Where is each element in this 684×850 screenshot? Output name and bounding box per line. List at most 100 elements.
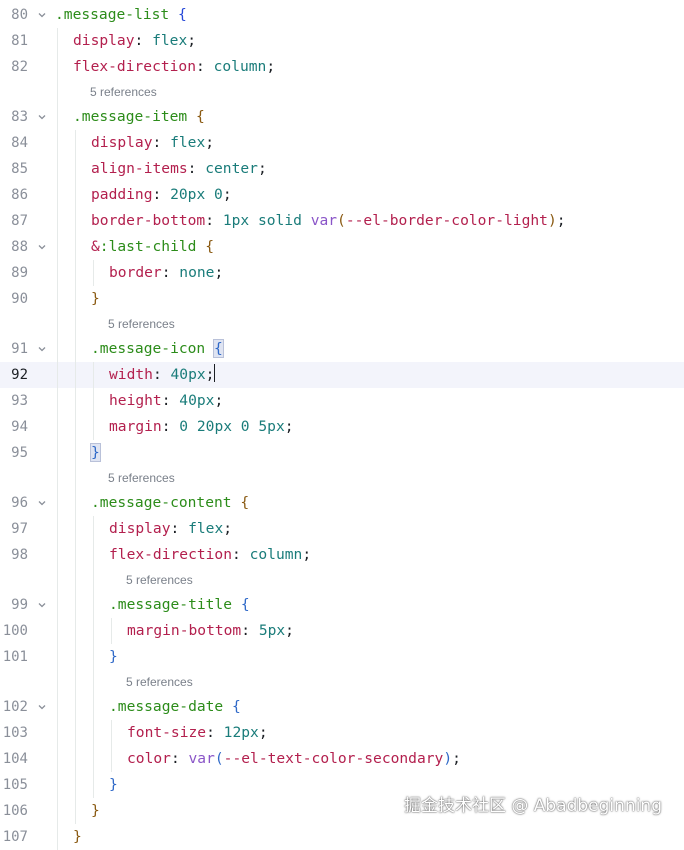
references-label[interactable]: 5 references <box>126 573 193 587</box>
reference-hint[interactable]: 5 references <box>0 466 684 490</box>
code-token: .message-date <box>109 698 224 715</box>
code-text: } <box>109 772 118 798</box>
code-token: flex-direction <box>109 546 233 563</box>
line-number: 104 <box>2 751 28 767</box>
chevron-down-icon[interactable] <box>38 11 46 19</box>
code-token: var <box>188 750 215 767</box>
code-line[interactable]: 102.message-date { <box>0 694 684 720</box>
code-line[interactable]: 83.message-item { <box>0 104 684 130</box>
code-token: : <box>196 58 214 75</box>
code-line[interactable]: 95} <box>0 440 684 466</box>
indent-guide <box>93 362 94 388</box>
chevron-down-icon[interactable] <box>38 243 46 251</box>
line-number: 80 <box>11 7 28 23</box>
references-label[interactable]: 5 references <box>126 675 193 689</box>
indent-guide <box>75 694 76 720</box>
code-text: } <box>91 798 100 824</box>
code-token: 12px <box>223 724 259 741</box>
references-label[interactable]: 5 references <box>108 471 175 485</box>
code-token: 1px solid <box>222 212 311 229</box>
code-line[interactable]: 90} <box>0 286 684 312</box>
reference-hint[interactable]: 5 references <box>0 670 684 694</box>
chevron-down-icon[interactable] <box>38 113 46 121</box>
code-line[interactable]: 86 padding: 20px 0; <box>0 182 684 208</box>
code-token: } <box>109 648 118 665</box>
code-line[interactable]: 80.message-list { <box>0 2 684 28</box>
reference-hint[interactable]: 5 references <box>0 568 684 592</box>
code-line[interactable]: 101} <box>0 644 684 670</box>
code-token: ; <box>205 134 215 151</box>
code-token: margin <box>109 418 162 435</box>
indent-guide <box>57 440 58 466</box>
indent-guide <box>75 234 76 260</box>
code-line[interactable]: 99.message-title { <box>0 592 684 618</box>
code-text: padding: 20px 0; <box>91 182 232 208</box>
code-token: var <box>310 212 338 229</box>
chevron-down-icon[interactable] <box>38 703 46 711</box>
indent-guide <box>57 466 58 490</box>
code-line[interactable]: 91.message-icon { <box>0 336 684 362</box>
code-line[interactable]: 88&:last-child { <box>0 234 684 260</box>
code-line[interactable]: 85 align-items: center; <box>0 156 684 182</box>
code-text: font-size: 12px; <box>127 720 268 746</box>
code-text: height: 40px; <box>109 388 223 414</box>
indent-guide <box>111 746 112 772</box>
code-token: flex <box>188 520 224 537</box>
code-line[interactable]: 107} <box>0 824 684 850</box>
indent-guide <box>57 336 58 362</box>
code-token: ; <box>266 58 276 75</box>
indent-guide <box>75 414 76 440</box>
code-token <box>196 238 205 255</box>
reference-hint[interactable]: 5 references <box>0 80 684 104</box>
line-number: 87 <box>11 213 28 229</box>
code-token: ; <box>187 32 197 49</box>
code-line[interactable]: 105} <box>0 772 684 798</box>
indent-guide <box>57 312 58 336</box>
code-token: : <box>232 546 250 563</box>
chevron-down-icon[interactable] <box>38 601 46 609</box>
line-number: 86 <box>11 187 28 203</box>
line-number: 88 <box>11 239 28 255</box>
line-number: 90 <box>11 291 28 307</box>
indent-guide <box>57 388 58 414</box>
code-line[interactable]: 96.message-content { <box>0 490 684 516</box>
code-token: 5px <box>258 622 286 639</box>
line-number: 105 <box>2 777 28 793</box>
references-label[interactable]: 5 references <box>90 85 157 99</box>
indent-guide <box>93 670 94 694</box>
code-text: color: var(--el-text-color-secondary); <box>127 746 461 772</box>
references-label[interactable]: 5 references <box>108 317 175 331</box>
indent-guide <box>57 568 58 592</box>
code-line[interactable]: 106} <box>0 798 684 824</box>
indent-guide <box>75 568 76 592</box>
code-text: align-items: center; <box>91 156 267 182</box>
reference-hint[interactable]: 5 references <box>0 312 684 336</box>
code-token: align-items <box>91 160 188 177</box>
indent-guide <box>93 772 94 798</box>
code-token: ; <box>214 264 224 281</box>
indent-guide <box>57 156 58 182</box>
code-token <box>232 596 241 613</box>
code-line[interactable]: 104 color: var(--el-text-color-secondary)… <box>0 746 684 772</box>
code-text: display: flex; <box>109 516 232 542</box>
indent-guide <box>75 644 76 670</box>
chevron-down-icon[interactable] <box>38 345 46 353</box>
line-number: 85 <box>11 161 28 177</box>
code-token: .message-list <box>55 6 170 23</box>
chevron-down-icon[interactable] <box>38 499 46 507</box>
code-token: column <box>249 546 303 563</box>
code-token: ; <box>302 546 312 563</box>
